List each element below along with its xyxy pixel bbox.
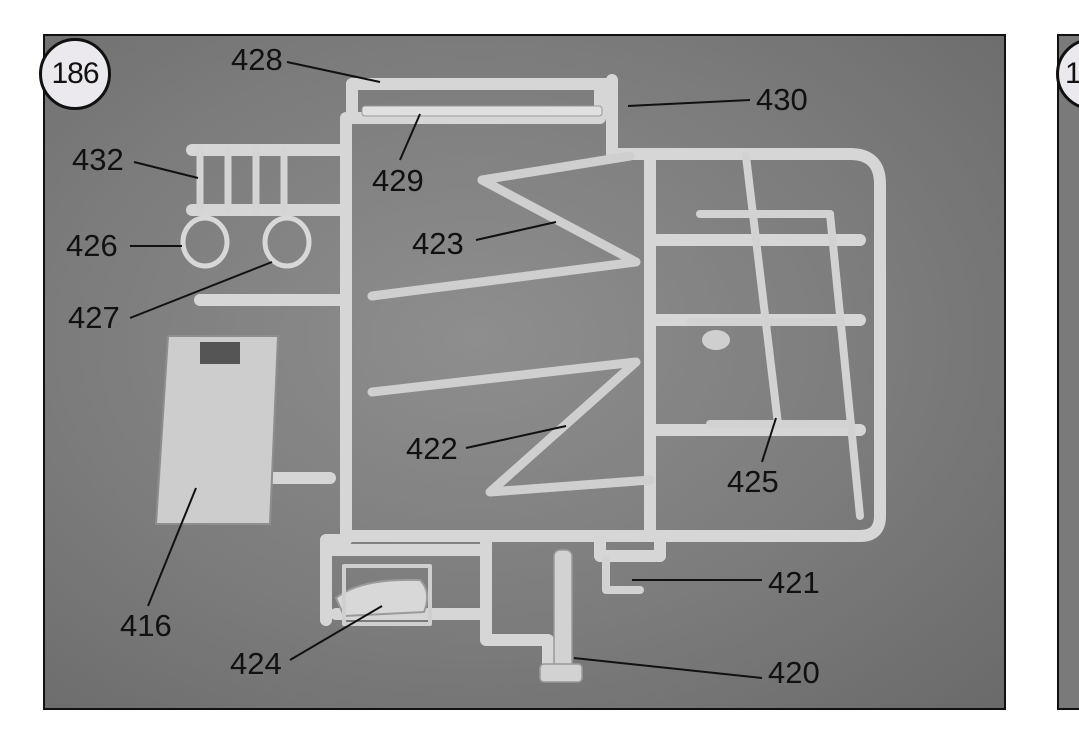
label-422: 422 <box>406 431 458 466</box>
label-425: 425 <box>727 464 779 499</box>
rod-420 <box>539 549 583 683</box>
label-432: 432 <box>72 142 124 177</box>
arm-422 <box>367 357 655 497</box>
step-number-badge: 186 <box>39 38 111 110</box>
label-427: 427 <box>68 300 120 335</box>
label-421: 421 <box>768 565 820 600</box>
knob <box>702 330 730 350</box>
label-429: 429 <box>372 163 424 198</box>
label-424: 424 <box>230 646 282 681</box>
label-423: 423 <box>412 226 464 261</box>
label-416: 416 <box>120 608 172 643</box>
label-426: 426 <box>66 228 118 263</box>
arm-423 <box>367 151 641 301</box>
label-420: 420 <box>768 655 820 690</box>
pin-row <box>361 105 603 117</box>
next-photo-panel <box>1057 34 1079 710</box>
label-430: 430 <box>756 82 808 117</box>
rings <box>180 215 312 269</box>
pins-432 <box>196 146 288 214</box>
labels: 428 430 432 429 426 423 427 422 425 421 … <box>66 42 820 690</box>
box-416 <box>155 335 279 525</box>
part-421 <box>602 556 644 594</box>
leader-lines <box>129 61 777 679</box>
label-428: 428 <box>231 42 283 77</box>
rack-425 <box>686 152 864 520</box>
piece-424 <box>335 564 432 626</box>
